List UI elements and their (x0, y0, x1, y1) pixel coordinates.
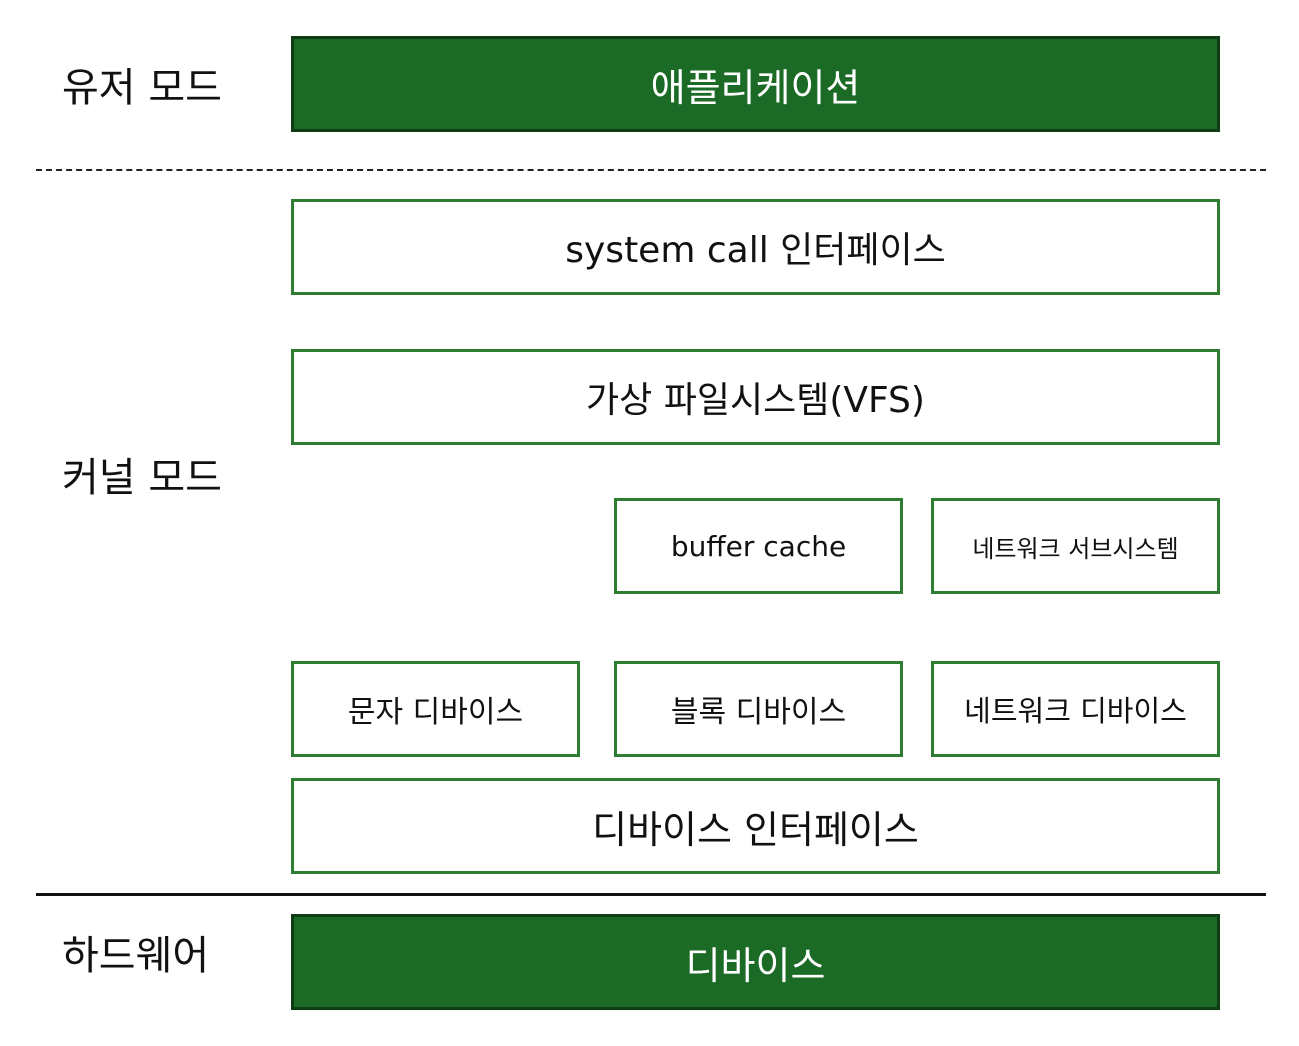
network-device-box: 네트워크 디바이스 (931, 661, 1220, 757)
block-device-box: 블록 디바이스 (614, 661, 903, 757)
user-mode-label: 유저 모드 (62, 65, 222, 111)
buffer-cache-label: buffer cache (670, 529, 847, 563)
device-interface-label: 디바이스 인터페이스 (592, 807, 919, 852)
char-device-box: 문자 디바이스 (291, 661, 580, 757)
network-subsystem-box: 네트워크 서브시스템 (931, 498, 1220, 594)
block-device-label: 블록 디바이스 (670, 695, 847, 730)
kernel-hardware-divider (36, 893, 1266, 896)
application-box: 애플리케이션 (291, 36, 1220, 132)
buffer-cache-box: buffer cache (614, 498, 903, 594)
vfs-label: 가상 파일시스템(VFS) (586, 380, 925, 421)
kernel-mode-label: 커널 모드 (62, 455, 222, 501)
user-kernel-divider (36, 169, 1266, 171)
char-device-label: 문자 디바이스 (347, 695, 524, 730)
device-interface-box: 디바이스 인터페이스 (291, 778, 1220, 874)
system-call-interface-box: system call 인터페이스 (291, 199, 1220, 295)
application-label: 애플리케이션 (650, 65, 861, 110)
system-call-interface-label: system call 인터페이스 (565, 230, 946, 271)
network-subsystem-label: 네트워크 서브시스템 (972, 534, 1179, 563)
network-device-label: 네트워크 디바이스 (964, 694, 1187, 728)
hardware-label: 하드웨어 (62, 933, 210, 979)
vfs-box: 가상 파일시스템(VFS) (291, 349, 1220, 445)
device-label: 디바이스 (685, 943, 826, 988)
device-box: 디바이스 (291, 914, 1220, 1010)
